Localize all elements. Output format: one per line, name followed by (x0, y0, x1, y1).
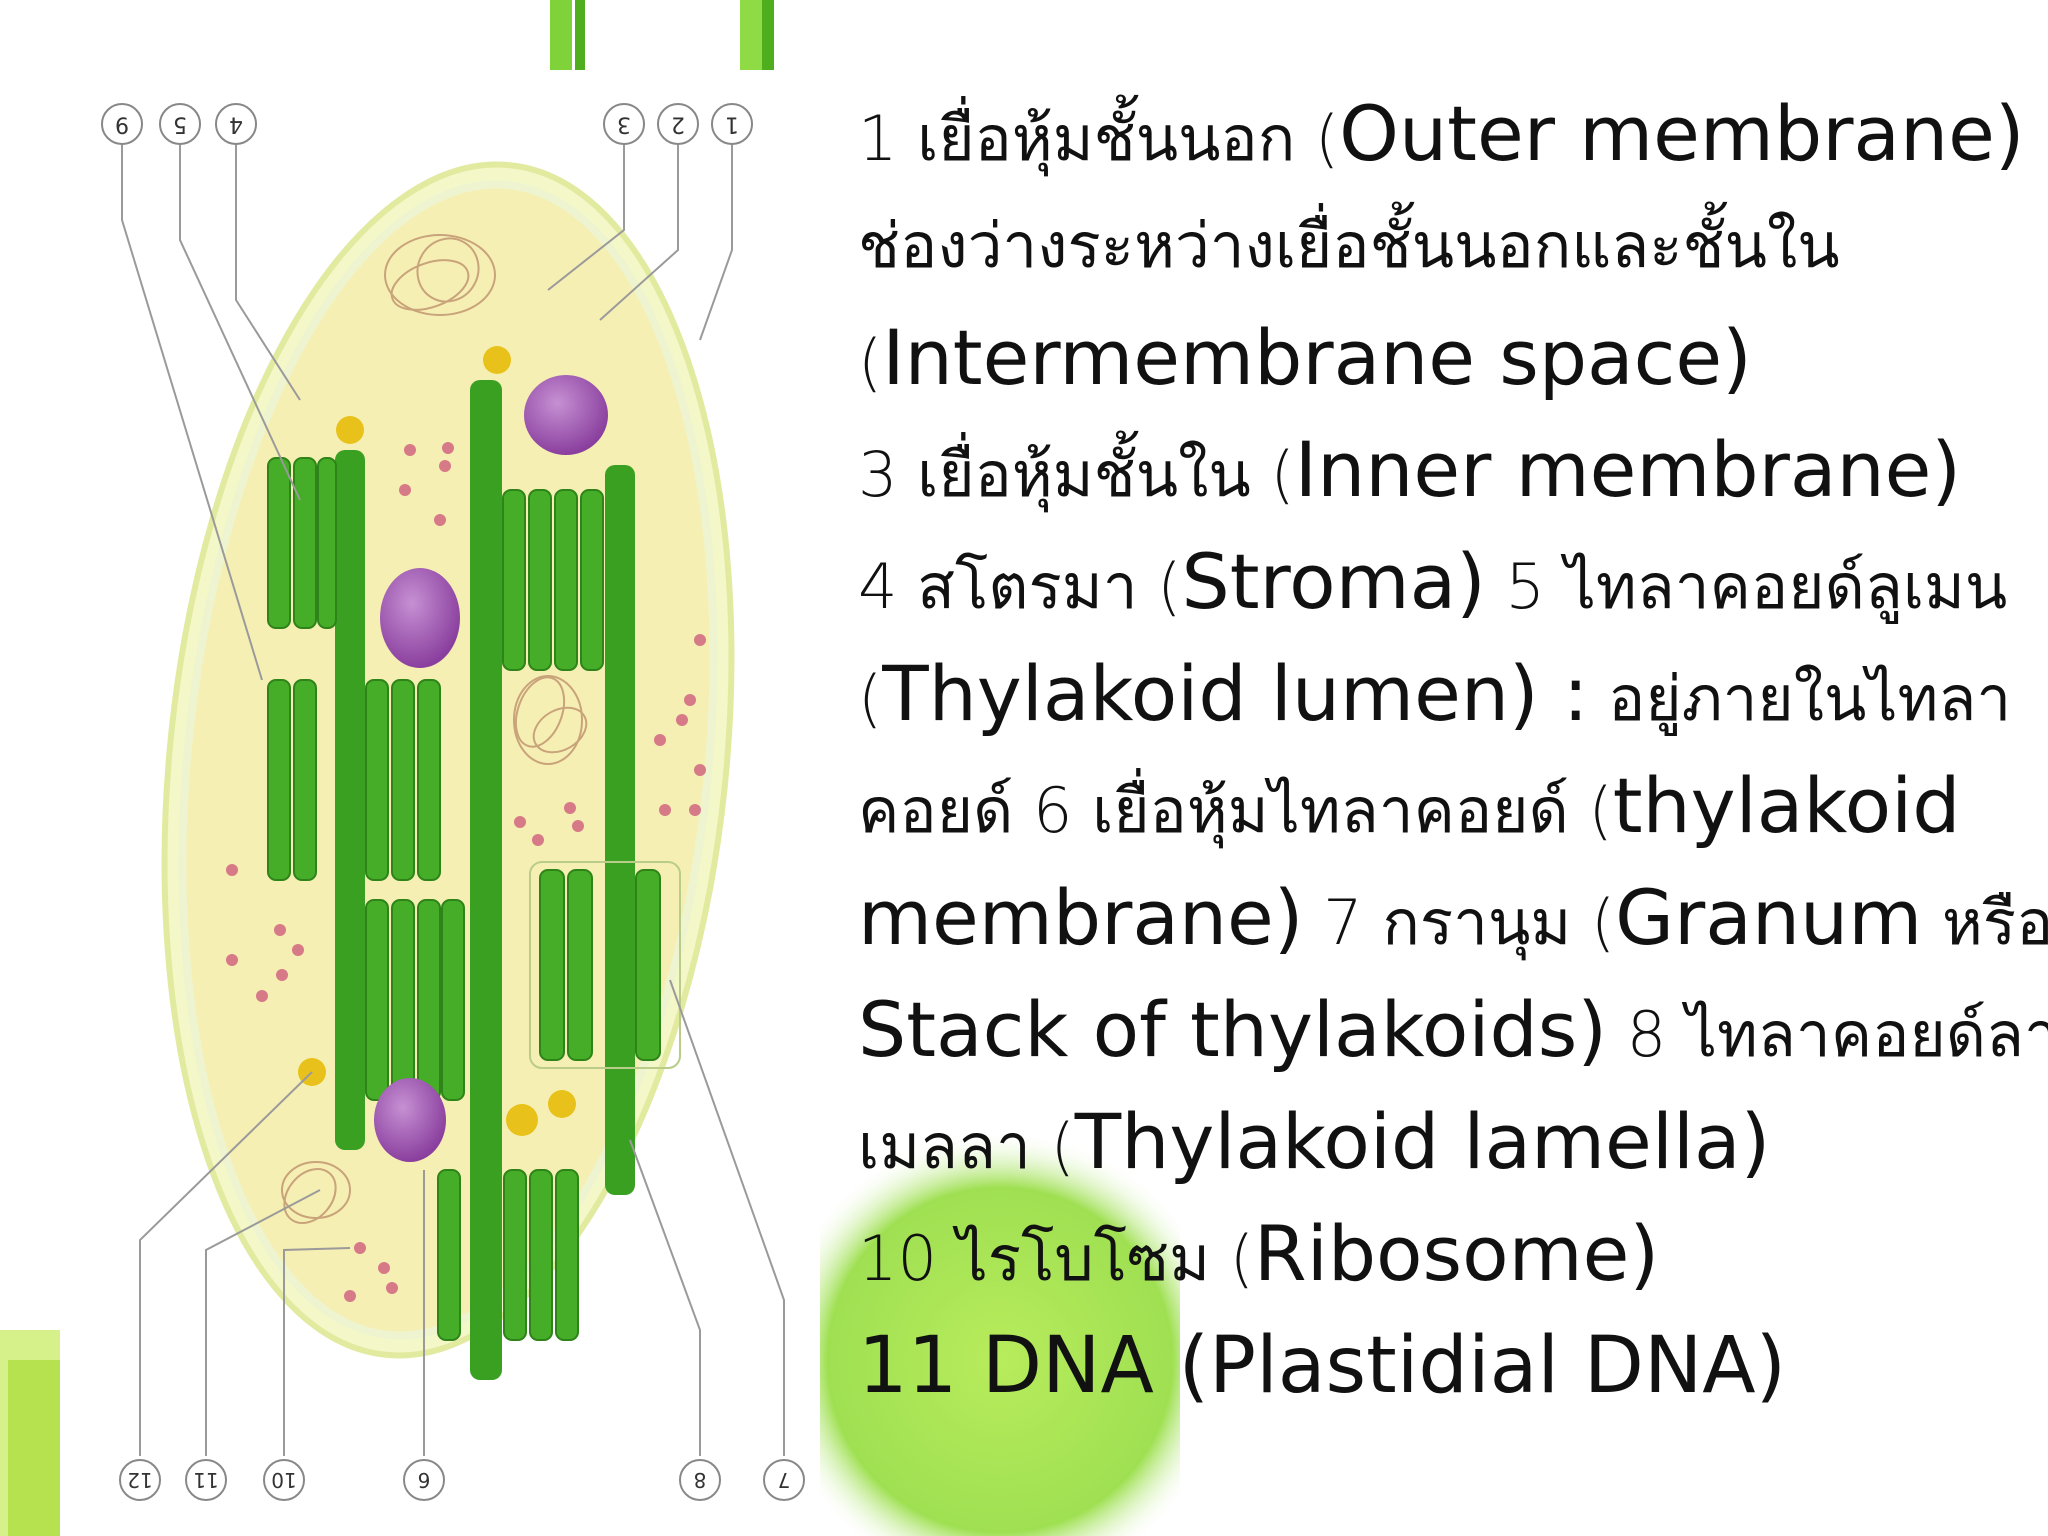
legend-line-11: 10 ไรโบโซม (Ribosome) (858, 1209, 1660, 1298)
chloroplast-diagram: 9 5 4 3 2 1 12 11 10 6 8 7 (0, 0, 820, 1536)
callout-circle (185, 1459, 227, 1501)
legend-line-3: (Intermembrane space) (858, 313, 1752, 402)
callout-circle (711, 103, 753, 145)
starch-grains (374, 375, 608, 1162)
callout-number: 1 (725, 112, 739, 137)
callout-number: 5 (173, 112, 187, 137)
callout-number: 4 (229, 112, 243, 137)
callouts-top: 9 5 4 3 2 1 (101, 103, 753, 145)
callout-number: 10 (271, 1468, 296, 1492)
callout-circle (159, 103, 201, 145)
background-decoration (0, 0, 774, 1536)
legend-line-10: เมลลา (Thylakoid lamella) (858, 1097, 1771, 1186)
legend-line-9: Stack of thylakoids) 8 ไทลาคอยด์ลา (858, 985, 2048, 1074)
callout-circle (215, 103, 257, 145)
legend-line-6: (Thylakoid lumen) : อยู่ภายในไทลา (858, 649, 2012, 738)
callout-number: 7 (778, 1468, 791, 1492)
callout-circle (763, 1459, 805, 1501)
legend-line-4: 3 เยื่อหุ้มชั้นใน (Inner membrane) (858, 425, 1962, 514)
dna-tangles (281, 234, 588, 1224)
callout-number: 3 (617, 112, 631, 137)
legend-line-5: 4 สโตรมา (Stroma) 5 ไทลาคอยด์ลูเมน (858, 537, 2008, 626)
callout-circle (101, 103, 143, 145)
legend-line-1: 1 เยื่อหุ้มชั้นนอก (Outer membrane) 2 (858, 89, 2048, 178)
callouts-bottom: 12 11 10 6 8 7 (119, 1459, 805, 1501)
legend-text: 1 เยื่อหุ้มชั้นนอก (Outer membrane) 2 ช่… (858, 78, 2048, 1422)
callout-circle (119, 1459, 161, 1501)
callout-number: 11 (193, 1468, 218, 1492)
callout-number: 9 (115, 112, 129, 137)
legend-line-12: 11 DNA (Plastidial DNA) (858, 1321, 1787, 1411)
callout-circle (603, 103, 645, 145)
legend-line-2: ช่องว่างระหว่างเยื่อชั้นนอกและชั้นใน (858, 209, 1840, 282)
callout-circle (403, 1459, 445, 1501)
callout-circle (263, 1459, 305, 1501)
ribosomes (226, 442, 706, 1302)
callout-number: 8 (694, 1468, 707, 1492)
callout-number: 12 (127, 1468, 152, 1492)
callout-circle (679, 1459, 721, 1501)
green-cell-blob (820, 1130, 1180, 1536)
callout-number: 6 (418, 1468, 431, 1492)
callout-number: 2 (671, 112, 685, 137)
callout-circle (657, 103, 699, 145)
legend-line-8: membrane) 7 กรานุม (Granum หรือ (858, 873, 2048, 962)
thylakoid-system (267, 380, 681, 1380)
legend-line-7: คอยด์ 6 เยื่อหุ้มไทลาคอยด์ (thylakoid (858, 761, 1961, 850)
leader-lines (121, 140, 785, 1456)
